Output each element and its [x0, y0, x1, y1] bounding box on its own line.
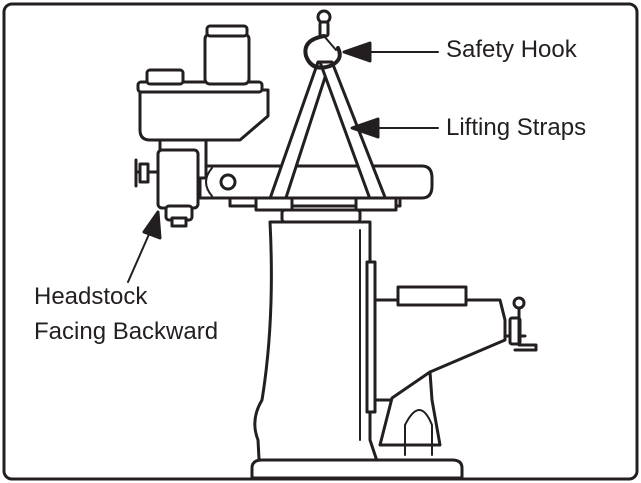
spindle-tip: [170, 216, 188, 228]
machine-base: [250, 458, 464, 480]
head-casting: [138, 88, 270, 142]
ram-pivot: [219, 173, 237, 191]
headstock-leader-line: [127, 231, 151, 283]
knee-lower: [378, 370, 442, 447]
quill-handle-hub: [138, 162, 150, 184]
lifting-straps-arrowhead: [350, 117, 380, 139]
headstock-quill-housing: [156, 148, 200, 210]
lifting-straps-label: Lifting Straps: [446, 114, 587, 141]
safety-hook: [303, 34, 342, 70]
safety-hook-arrowhead: [342, 41, 372, 63]
headstock-label-line1: Headstock: [34, 283, 148, 310]
safety-hook-label: Safety Hook: [446, 36, 577, 63]
hook-shank: [318, 20, 330, 38]
turret-ring-lower: [280, 208, 362, 224]
headstock-label-line2: Facing Backward: [34, 318, 219, 345]
machine-knee: [365, 298, 507, 402]
machine-column: [253, 220, 382, 480]
hook-latch: [323, 35, 337, 51]
knee-side-plate: [365, 260, 377, 414]
strap-clamp-right: [354, 196, 398, 212]
table-top-block: [396, 285, 468, 307]
headstock-arrowhead: [142, 210, 162, 240]
knee-center-detail: [404, 409, 433, 456]
strap-clamp-left: [254, 196, 294, 212]
table-handle-grip: [513, 306, 538, 352]
motor-small-block: [145, 68, 185, 86]
ram-pivot-arc: [205, 167, 213, 197]
motor-cap: [205, 24, 249, 38]
motor-body: [203, 32, 251, 86]
